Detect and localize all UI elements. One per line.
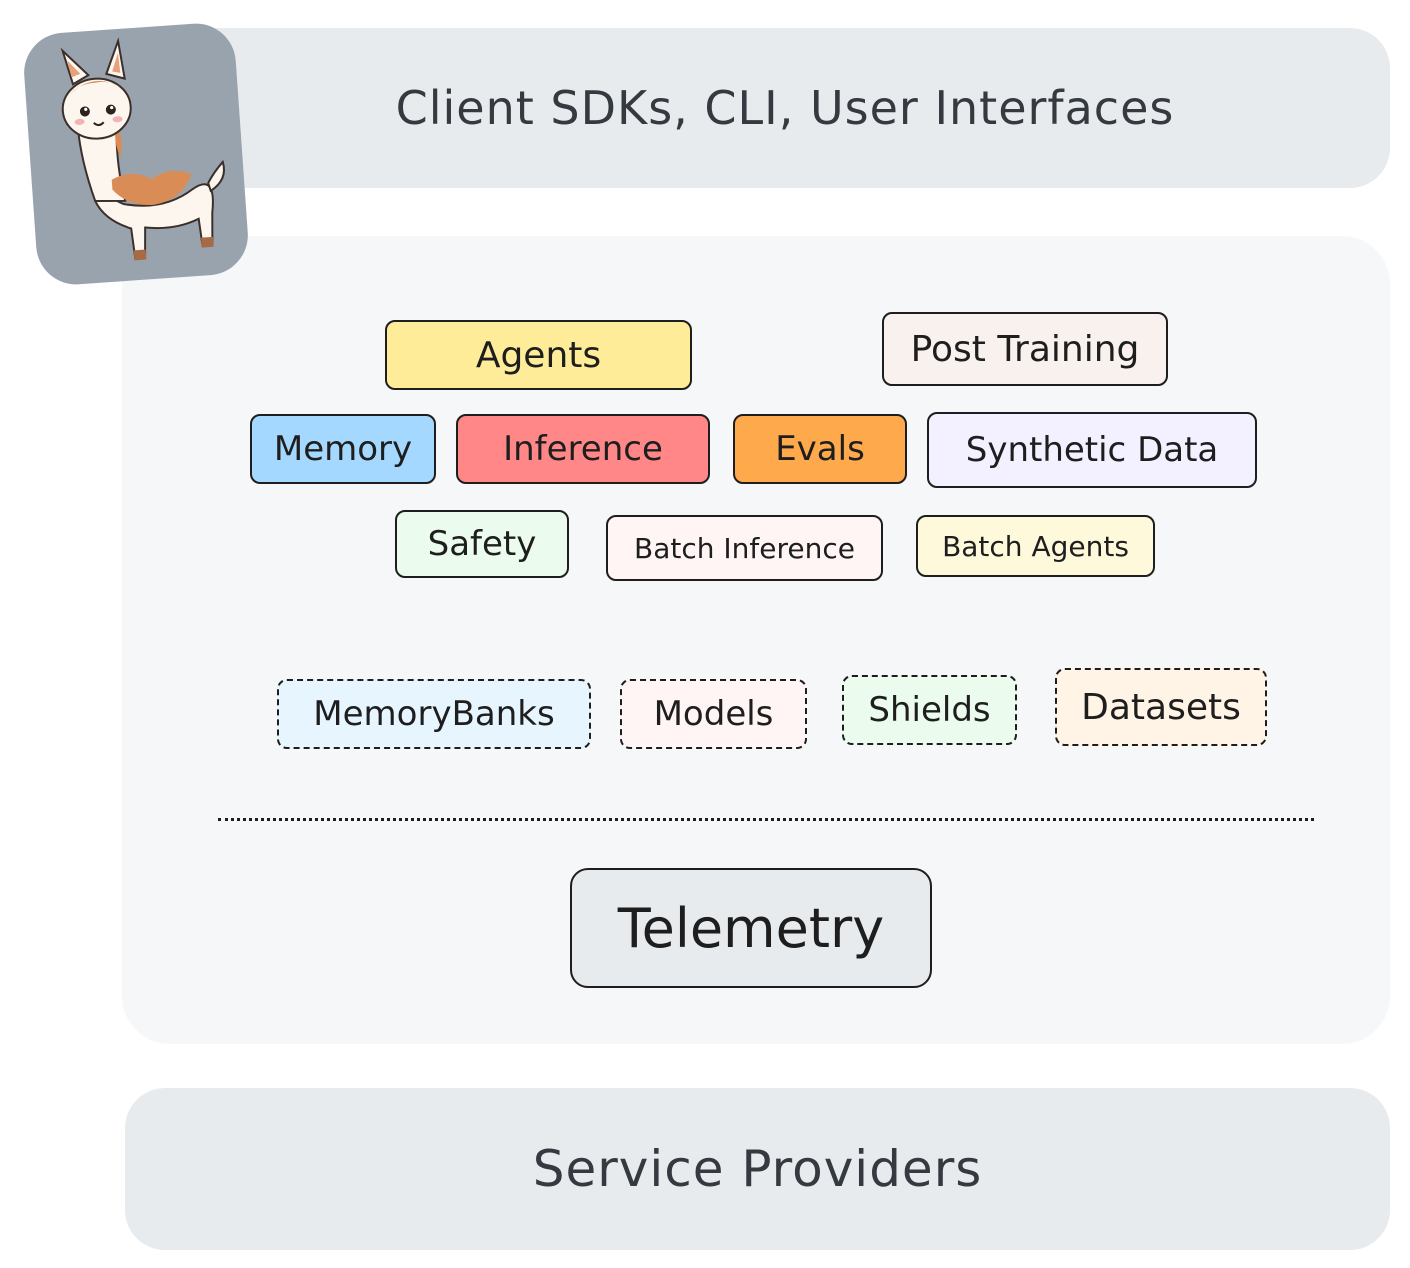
service-providers-label: Service Providers (532, 1140, 983, 1198)
llama-icon (21, 20, 251, 288)
resource-label: Models (653, 694, 774, 734)
resource-label: Datasets (1081, 686, 1241, 728)
service-providers-layer: Service Providers (125, 1088, 1390, 1250)
api-label: Memory (273, 429, 413, 469)
api-box-post-training: Post Training (882, 312, 1168, 386)
api-box-safety: Safety (395, 510, 569, 578)
api-box-batch-agents: Batch Agents (916, 515, 1155, 577)
api-box-agents: Agents (385, 320, 692, 390)
api-box-inference: Inference (456, 414, 710, 484)
api-label: Post Training (910, 328, 1140, 370)
api-label: Evals (775, 429, 865, 469)
api-label: Synthetic Data (965, 430, 1219, 470)
api-box-memory: Memory (250, 414, 436, 484)
telemetry-label: Telemetry (617, 896, 885, 960)
resource-box-shields: Shields (842, 675, 1017, 745)
resource-box-datasets: Datasets (1055, 668, 1267, 746)
api-label: Inference (503, 429, 663, 469)
dotted-divider (218, 818, 1314, 821)
api-label: Batch Inference (634, 531, 855, 565)
api-label: Batch Agents (942, 529, 1129, 563)
resource-label: Shields (868, 690, 991, 730)
api-box-evals: Evals (733, 414, 907, 484)
client-layer: Client SDKs, CLI, User Interfaces (150, 28, 1390, 188)
api-box-synthetic-data: Synthetic Data (927, 412, 1257, 488)
resource-label: MemoryBanks (313, 694, 555, 734)
telemetry-box: Telemetry (570, 868, 932, 988)
api-label: Agents (475, 334, 602, 376)
resource-box-memorybanks: MemoryBanks (277, 679, 591, 749)
resource-box-models: Models (620, 679, 807, 749)
api-box-batch-inference: Batch Inference (606, 515, 883, 581)
api-label: Safety (427, 524, 537, 564)
client-layer-label: Client SDKs, CLI, User Interfaces (395, 81, 1175, 135)
